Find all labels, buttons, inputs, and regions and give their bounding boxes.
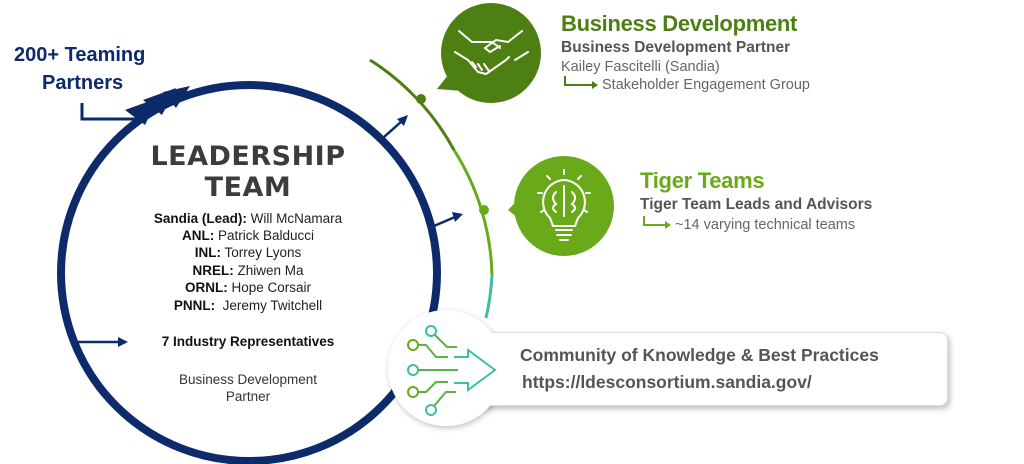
- leadership-title-line1: LEADERSHIP: [150, 141, 346, 172]
- handshake-icon: [454, 30, 529, 76]
- member-name: Torrey Lyons: [220, 245, 302, 260]
- business-development-sub-item: Stakeholder Engagement Group: [564, 76, 810, 93]
- teaming-label-line2: Partners: [42, 72, 124, 94]
- member-org: NREL:: [192, 263, 234, 278]
- tiger-teams-subtitle: Tiger Team Leads and Advisors: [640, 196, 873, 213]
- member-anl: ANL: Patrick Balducci: [118, 228, 378, 243]
- tiger-teams-sub-item: ~14 varying technical teams: [643, 216, 856, 233]
- community-url[interactable]: https://ldesconsortium.sandia.gov/: [522, 372, 812, 392]
- bd-partner-line2: Partner: [225, 389, 271, 404]
- member-org: ORNL:: [184, 280, 228, 295]
- member-org: PNNL:: [173, 298, 216, 313]
- member-name: Jeremy Twitchell: [215, 298, 323, 313]
- tiger-teams-title: Tiger Teams: [640, 168, 765, 193]
- bd-partner-line1: Business Development: [178, 372, 318, 387]
- member-name: Hope Corsair: [227, 280, 312, 295]
- teaming-label-line1: 200+ Teaming: [14, 44, 146, 66]
- community-box: [470, 332, 948, 406]
- member-org: Sandia (Lead):: [153, 211, 247, 226]
- member-sandia: Sandia (Lead): Will McNamara: [118, 211, 378, 226]
- leadership-title-line2: TEAM: [204, 172, 292, 203]
- leadership-circle: [57, 81, 441, 464]
- business-development-bubble: [437, 3, 541, 103]
- industry-representatives: 7 Industry Representatives: [161, 334, 335, 349]
- sub-item-label: ~14 varying technical teams: [675, 217, 856, 233]
- community-title: Community of Knowledge & Best Practices: [520, 345, 879, 365]
- member-ornl: ORNL: Hope Corsair: [118, 280, 378, 295]
- tiger-teams-bubble: [508, 156, 614, 256]
- teaming-arrow: [80, 86, 190, 125]
- elbow-arrow-icon: [643, 216, 671, 229]
- member-nrel: NREL: Zhiwen Ma: [118, 263, 378, 278]
- sub-item-label: Stakeholder Engagement Group: [602, 77, 810, 93]
- business-development-person: Kailey Fascitelli (Sandia): [561, 59, 720, 75]
- lightbulb-brain-icon: [537, 169, 591, 241]
- outflow-arrows: [76, 115, 463, 347]
- member-org: INL:: [194, 245, 221, 260]
- member-inl: INL: Torrey Lyons: [118, 245, 378, 260]
- business-development-title: Business Development: [561, 11, 798, 36]
- member-org: ANL:: [181, 228, 215, 243]
- member-name: Patrick Balducci: [214, 228, 315, 243]
- member-pnnl: PNNL: Jeremy Twitchell: [118, 298, 378, 313]
- member-name: Will McNamara: [246, 211, 343, 226]
- business-development-subtitle: Business Development Partner: [561, 39, 791, 56]
- member-name: Zhiwen Ma: [233, 263, 304, 278]
- elbow-arrow-icon: [564, 76, 598, 89]
